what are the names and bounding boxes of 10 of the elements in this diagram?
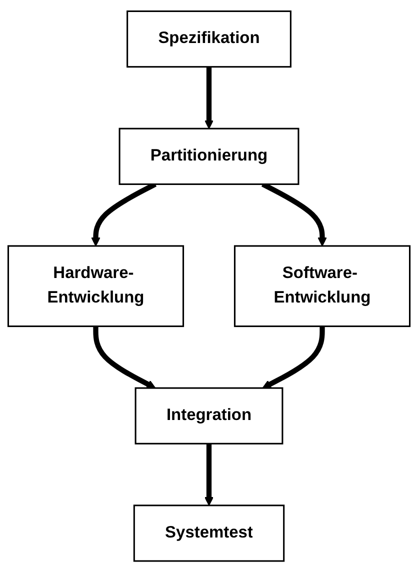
node-box: Partitionierung: [118, 128, 300, 186]
node-box: Hardware- Entwicklung: [7, 246, 184, 328]
node-box: Software- Entwicklung: [234, 246, 411, 328]
node-box: Systemtest: [133, 505, 285, 562]
node-box: Spezifikation: [126, 10, 292, 68]
node-box: Integration: [134, 388, 284, 445]
arrow: [204, 444, 214, 506]
arrow: [262, 326, 325, 389]
arrow: [204, 67, 214, 130]
arrow: [93, 326, 156, 389]
